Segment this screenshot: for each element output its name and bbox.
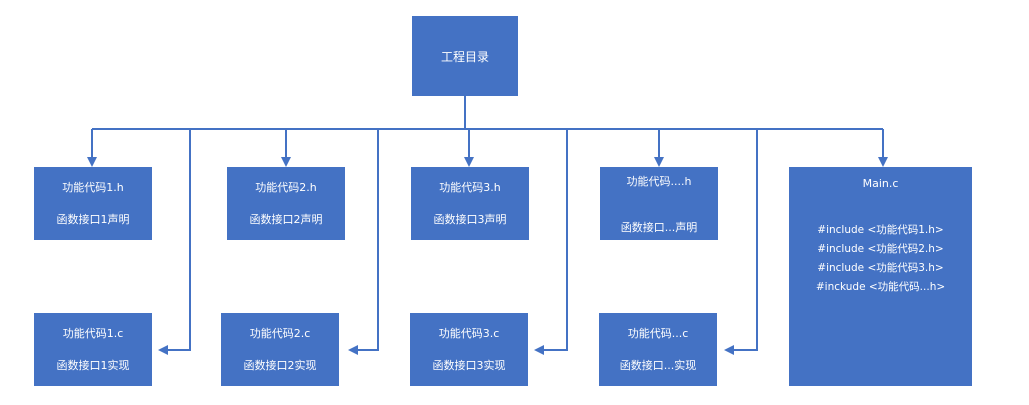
source-desc: 函数接口1实现 [56, 359, 130, 372]
main-file-title: Main.c [862, 177, 899, 190]
arrow-to-c2 [348, 129, 379, 355]
source-box-3: 功能代码3.c 函数接口3实现 [410, 313, 528, 386]
arrow-to-c4 [724, 129, 758, 355]
source-desc: 函数接口2实现 [243, 359, 317, 372]
header-name: 功能代码3.h [439, 181, 501, 194]
header-name: 功能代码2.h [255, 181, 317, 194]
include-line: #inckude <功能代码...h> [815, 281, 946, 293]
header-name: 功能代码....h [626, 175, 692, 188]
source-desc: 函数接口...实现 [619, 359, 697, 372]
include-line: #include <功能代码1.h> [817, 224, 944, 236]
arrow-to-c1 [158, 129, 191, 355]
header-name: 功能代码1.h [62, 181, 124, 194]
source-box-4: 功能代码...c 函数接口...实现 [599, 313, 717, 386]
project-directory-label: 工程目录 [440, 50, 489, 64]
include-line: #include <功能代码2.h> [817, 243, 944, 255]
header-box-4: 功能代码....h 函数接口...声明 [600, 167, 718, 240]
header-desc: 函数接口3声明 [433, 213, 507, 226]
source-name: 功能代码1.c [62, 327, 124, 340]
include-list: #include <功能代码1.h> #include <功能代码2.h> #i… [789, 221, 972, 297]
main-file-box: Main.c #include <功能代码1.h> #include <功能代码… [789, 167, 972, 386]
include-line: #include <功能代码3.h> [817, 262, 944, 274]
source-name: 功能代码2.c [249, 327, 311, 340]
source-box-1: 功能代码1.c 函数接口1实现 [34, 313, 152, 386]
source-name: 功能代码...c [627, 327, 689, 340]
project-directory-box: 工程目录 [412, 16, 518, 96]
source-name: 功能代码3.c [438, 327, 500, 340]
header-desc: 函数接口...声明 [620, 221, 698, 234]
header-box-2: 功能代码2.h 函数接口2声明 [227, 167, 345, 240]
header-desc: 函数接口2声明 [249, 213, 323, 226]
source-box-2: 功能代码2.c 函数接口2实现 [221, 313, 339, 386]
header-box-3: 功能代码3.h 函数接口3声明 [411, 167, 529, 240]
source-desc: 函数接口3实现 [432, 359, 506, 372]
arrow-to-c3 [534, 129, 568, 355]
header-box-1: 功能代码1.h 函数接口1声明 [34, 167, 152, 240]
header-desc: 函数接口1声明 [56, 213, 130, 226]
